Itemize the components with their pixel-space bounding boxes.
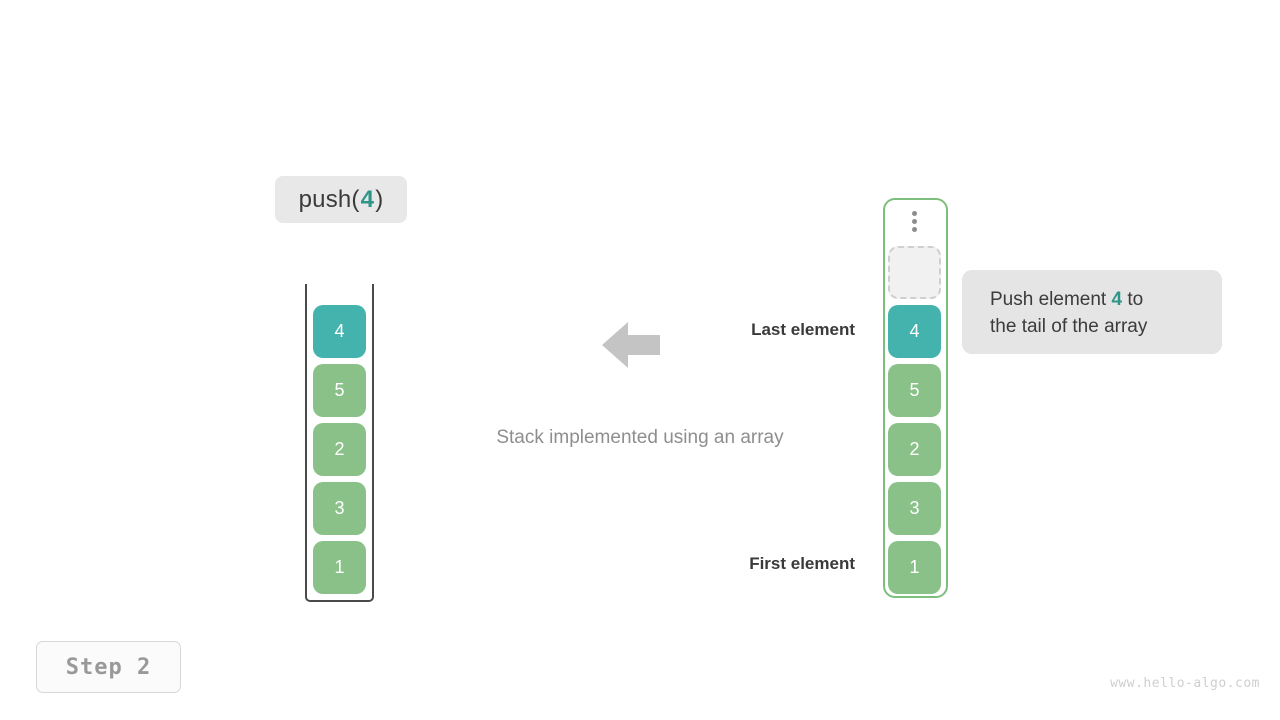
tooltip-line1-prefix: Push element [990, 289, 1112, 310]
last-element-label: Last element [751, 320, 855, 339]
stack-cell-top: 4 [313, 305, 366, 358]
stack-cell: 2 [313, 423, 366, 476]
stack-caption: Stack implemented using an array [496, 427, 784, 448]
stack-container [305, 284, 374, 602]
array-cell-empty [888, 246, 941, 299]
array-cell: 3 [888, 482, 941, 535]
stack-cell: 5 [313, 364, 366, 417]
stack-cell: 3 [313, 482, 366, 535]
operation-prefix: push( [298, 185, 360, 213]
tooltip-line1-suffix: to [1122, 289, 1144, 310]
array-item-list: 4 5 2 3 1 [888, 246, 941, 594]
operation-label: push(4) [275, 176, 407, 223]
operation-suffix: ) [375, 185, 384, 213]
tooltip-callout: Push element 4 to the tail of the array [962, 270, 1222, 354]
stack-cell-bottom: 1 [313, 541, 366, 594]
array-cell-pushed: 4 [888, 305, 941, 358]
step-badge: Step 2 [36, 641, 181, 693]
stack-item-list: 4 5 2 3 1 [313, 305, 366, 594]
array-cell: 5 [888, 364, 941, 417]
tooltip-line1-accent: 4 [1111, 289, 1123, 310]
array-cell: 1 [888, 541, 941, 594]
vertical-ellipsis-icon [910, 211, 918, 232]
first-element-label: First element [749, 554, 855, 573]
operation-argument: 4 [360, 185, 375, 213]
array-cell: 2 [888, 423, 941, 476]
watermark: www.hello-algo.com [1110, 676, 1260, 691]
tooltip-line2: the tail of the array [990, 316, 1148, 337]
left-arrow-icon [602, 320, 660, 370]
array-container [883, 198, 948, 598]
